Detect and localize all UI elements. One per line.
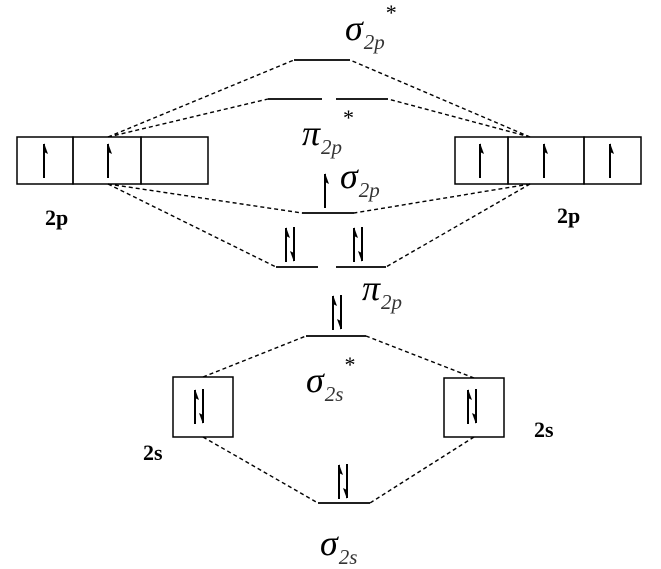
electron-arrow [479, 142, 485, 179]
mo-superscript: * [343, 105, 355, 130]
sigma-2s-star-label: σ2s* [306, 354, 355, 405]
mo-superscript: * [344, 352, 356, 377]
mo-symbol: π [362, 268, 381, 308]
ao-box [507, 136, 585, 185]
corr-line [107, 98, 269, 138]
mo-superscript: * [385, 0, 397, 25]
ao-box [454, 136, 509, 185]
electron-arrow [43, 142, 49, 179]
corr-line [369, 436, 475, 504]
corr-line [387, 98, 531, 138]
sigma-2p-label: σ2p [340, 156, 380, 201]
mo-subscript: 2p [358, 178, 380, 202]
left-2s-box [172, 376, 234, 438]
corr-line [353, 183, 531, 214]
right-2s-box [443, 377, 505, 438]
mo-symbol: σ [345, 8, 363, 48]
mo-symbol: σ [340, 156, 358, 196]
corr-line [349, 59, 531, 138]
sigma-2p-star-label: σ2p* [345, 2, 397, 53]
electron-arrow [543, 142, 549, 179]
correlation-lines [107, 59, 531, 504]
left-2p-boxes [16, 136, 209, 185]
electron-pair [285, 226, 295, 263]
right-2p-boxes [454, 136, 642, 185]
ao-box [140, 136, 209, 185]
electron-pair [338, 463, 348, 500]
corr-line [202, 436, 319, 504]
right-2s-label: 2s [534, 417, 554, 442]
electrons [43, 142, 615, 500]
mo-symbol: π [302, 113, 321, 153]
corr-line [107, 183, 303, 214]
corr-line [107, 59, 295, 138]
corr-line [107, 183, 277, 268]
ao-box [583, 136, 642, 185]
electron-pair [332, 294, 342, 331]
left-2s-label: 2s [143, 440, 163, 465]
mo-subscript: 2p [321, 135, 343, 159]
mo-subscript: 2s [324, 382, 344, 406]
electron-arrow [609, 142, 615, 179]
left-2p-label: 2p [45, 205, 69, 230]
mo-subscript: 2p [363, 30, 385, 54]
mo-levels [268, 59, 388, 504]
mo-symbol: σ [320, 523, 338, 563]
pi-2p-label: π2p [362, 268, 402, 313]
electron-pair [194, 388, 204, 425]
pi-2p-star-label: π2p* [302, 107, 354, 158]
right-2p-label: 2p [557, 203, 581, 228]
mo-subscript: 2s [338, 545, 358, 569]
corr-line [365, 335, 475, 379]
electron-arrow [324, 172, 330, 209]
electron-pair [353, 226, 363, 263]
mo-symbol: σ [306, 360, 324, 400]
electron-pair [467, 388, 477, 425]
mo-subscript: 2p [381, 290, 403, 314]
corr-line [202, 335, 307, 378]
sigma-2s-label: σ2s [320, 523, 357, 568]
electron-arrow [107, 142, 113, 179]
